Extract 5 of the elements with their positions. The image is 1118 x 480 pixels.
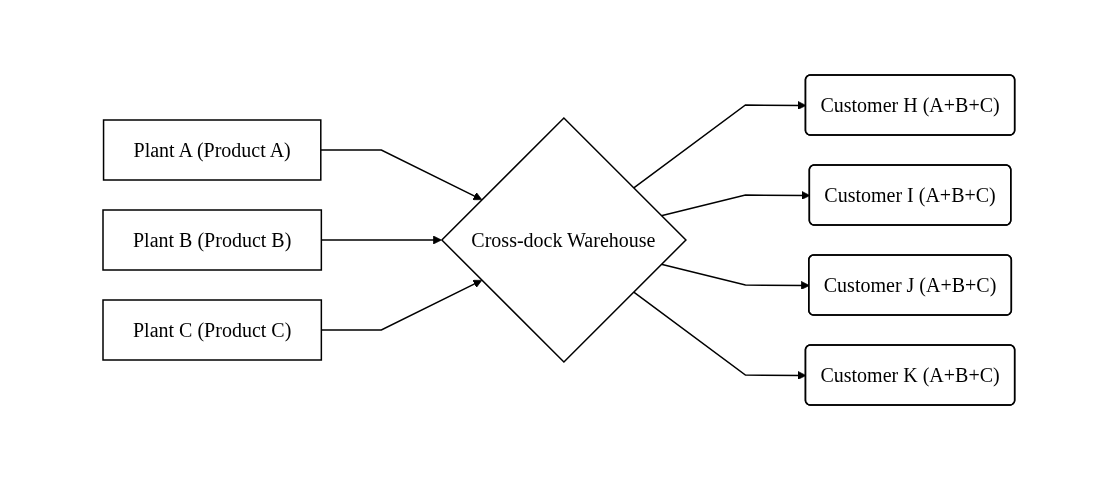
node-diamond: Cross-dock Warehouse — [440, 116, 688, 364]
node-box: Plant C (Product C) — [102, 299, 323, 361]
arrow — [320, 149, 483, 201]
node-box: Plant A (Product A) — [103, 119, 322, 181]
node-box: Plant B (Product B) — [102, 209, 323, 271]
